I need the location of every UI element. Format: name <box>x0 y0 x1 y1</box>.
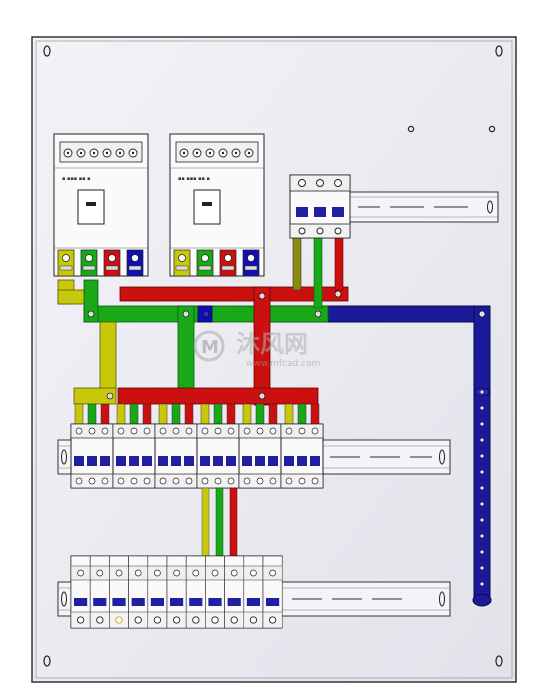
watermark-logo <box>193 330 225 362</box>
pe-hole <box>479 437 485 443</box>
bottom-breaker[interactable] <box>205 555 225 629</box>
watermark: M 沐风网 www.mfcad.com <box>193 330 320 369</box>
pe-terminal-holes <box>479 389 485 587</box>
bottom-breaker[interactable] <box>166 555 187 629</box>
watermark-url: www.mfcad.com <box>246 359 320 369</box>
middle-breaker[interactable] <box>70 403 114 489</box>
main-breaker-2[interactable]: ▪▪ ▪▪▪ ▪▪ ▪ <box>169 133 265 277</box>
panel-inner-edge <box>35 40 513 679</box>
pe-hole <box>479 469 485 475</box>
main-breaker-1[interactable]: ▪ ▪▪▪ ▪▪ ▪ <box>53 133 149 277</box>
pe-hole <box>479 501 485 507</box>
main-breakers: ▪ ▪▪▪ ▪▪ ▪ ▪▪ ▪▪▪ ▪▪ ▪ <box>53 133 265 277</box>
main-breaker-terminal <box>219 249 237 277</box>
bottom-breaker[interactable] <box>185 555 206 629</box>
bottom-breaker[interactable] <box>70 555 91 629</box>
main-breaker-label: ▪▪ ▪▪▪ ▪▪ ▪ <box>178 176 210 182</box>
pe-hole <box>479 421 485 427</box>
main-breaker-terminal <box>103 249 121 277</box>
main-breaker-terminal <box>242 249 260 277</box>
pe-hole <box>479 533 485 539</box>
middle-breaker[interactable] <box>154 403 198 489</box>
main-breaker-terminal <box>173 249 191 277</box>
small-3pole-breaker[interactable] <box>289 174 351 239</box>
pe-hole <box>479 581 485 587</box>
pe-hole <box>479 517 485 523</box>
watermark-cn: 沐风网 <box>236 330 308 358</box>
bottom-breaker[interactable] <box>128 555 149 629</box>
mounting-holes <box>43 45 503 667</box>
bottom-breaker[interactable] <box>243 555 264 629</box>
bottom-breaker-row <box>70 555 283 629</box>
bottom-breaker[interactable] <box>89 555 110 629</box>
din-rail-top <box>345 191 499 223</box>
main-breaker-terminal <box>57 249 75 277</box>
pe-hole <box>479 565 485 571</box>
branch-cables <box>201 487 238 559</box>
pe-hole <box>479 549 485 555</box>
bottom-breaker[interactable] <box>147 555 168 629</box>
main-breaker-terminal <box>126 249 144 277</box>
bottom-breaker[interactable] <box>109 555 129 629</box>
bottom-breaker[interactable] <box>262 555 283 629</box>
main-breaker-terminal <box>80 249 98 277</box>
middle-breaker[interactable] <box>238 403 282 489</box>
main-breaker-label: ▪ ▪▪▪ ▪▪ ▪ <box>62 176 91 182</box>
middle-breaker-row <box>70 403 324 489</box>
bottom-breaker[interactable] <box>224 555 245 629</box>
middle-breaker[interactable] <box>196 403 240 489</box>
middle-breaker[interactable] <box>280 403 324 489</box>
watermark-logo-letter: M <box>201 337 219 358</box>
middle-breaker[interactable] <box>112 403 156 489</box>
pe-hole <box>479 453 485 459</box>
main-breaker-terminal <box>196 249 214 277</box>
pe-hole <box>479 389 485 395</box>
pe-hole <box>479 485 485 491</box>
pe-hole <box>479 405 485 411</box>
